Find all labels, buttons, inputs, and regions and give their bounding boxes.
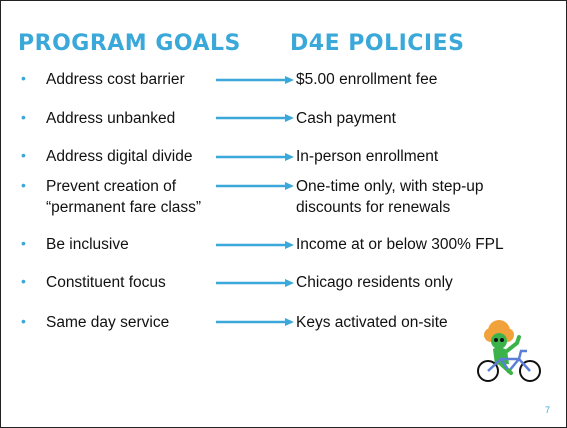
arrow-right-icon	[216, 279, 294, 287]
goal-text: Address unbanked	[46, 110, 176, 127]
bike-rider-mascot-icon	[477, 320, 541, 382]
policy-text: Cash payment	[296, 110, 396, 127]
page-number: 7	[544, 405, 550, 415]
goal-text: Be inclusive	[46, 236, 129, 253]
policy-text: In-person enrollment	[296, 148, 439, 165]
goal-text: Address digital divide	[46, 148, 193, 165]
arrow-right-icon	[216, 76, 294, 84]
arrow-right-icon	[216, 182, 294, 190]
bullet-icon: •	[21, 235, 26, 251]
bullet-icon: •	[21, 313, 26, 329]
goal-text: Prevent creation of “permanent fare clas…	[46, 176, 201, 218]
d4e-policies-heading: D4E POLICIES	[290, 31, 465, 56]
goal-line: “permanent fare class”	[46, 199, 202, 216]
bullet-icon: •	[21, 147, 26, 163]
goal-text: Same day service	[46, 314, 170, 331]
arrow-right-icon	[216, 114, 294, 122]
arrow-right-icon	[216, 318, 294, 326]
bullet-icon: •	[21, 109, 26, 125]
bullet-icon: •	[21, 70, 26, 86]
policy-text: Income at or below 300% FPL	[296, 236, 504, 253]
bullet-icon: •	[21, 273, 26, 289]
policy-line: discounts for renewals	[296, 199, 451, 216]
policy-text: Keys activated on-site	[296, 314, 448, 331]
goal-text: Address cost barrier	[46, 71, 185, 88]
arrow-right-icon	[216, 241, 294, 249]
policy-text: Chicago residents only	[296, 274, 453, 291]
arrow-right-icon	[216, 153, 294, 161]
policy-text: $5.00 enrollment fee	[296, 71, 438, 88]
program-goals-heading: PROGRAM GOALS	[18, 31, 241, 56]
bullet-icon: •	[21, 177, 26, 193]
goal-text: Constituent focus	[46, 274, 166, 291]
policy-line: One-time only, with step-up	[296, 178, 484, 195]
goal-line: Prevent creation of	[46, 178, 177, 195]
policy-text: One-time only, with step-up discounts fo…	[296, 176, 484, 218]
